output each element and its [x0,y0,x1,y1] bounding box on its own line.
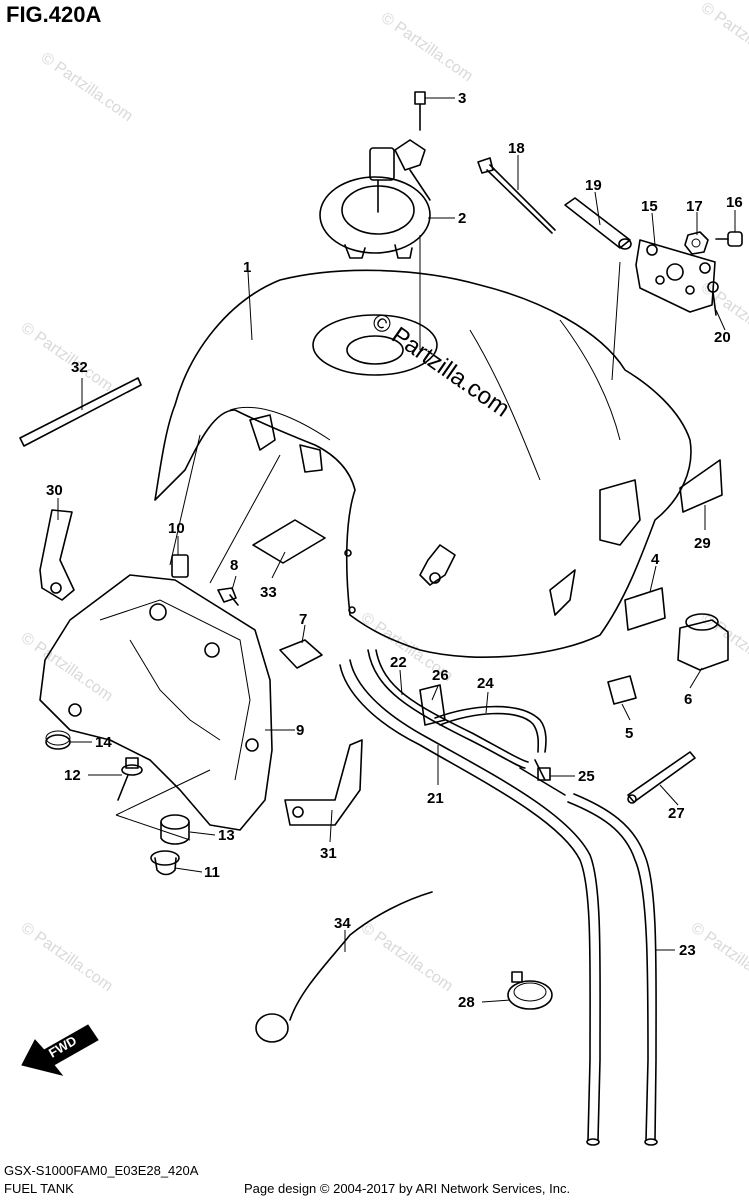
part-25-joint [519,759,566,796]
callout-17: 17 [686,198,703,215]
part-19-collar [564,197,632,250]
part-10-clip [171,554,189,578]
part-14-grommet [45,730,71,750]
fwd-arrow-icon: FWD [21,1024,99,1076]
part-28-clamp [507,971,553,1010]
part-11-collar [150,850,180,876]
callout-22: 22 [390,654,407,671]
part-34-rod [255,891,433,1043]
callout-28: 28 [458,994,475,1011]
watermark: © Partzilla.com [358,919,456,995]
callout-4: 4 [651,551,660,568]
callout-6: 6 [684,691,692,708]
callout-12: 12 [64,767,81,784]
watermarks: © Partzilla.com © Partzilla.com © Partzi… [18,0,749,995]
part-17-nut [684,231,709,255]
callout-20: 20 [714,329,731,346]
callout-10: 10 [168,520,185,537]
watermark: © Partzilla.com [698,609,749,685]
callout-32: 32 [71,359,88,376]
watermark: © Partzilla.com [688,919,749,995]
callout-24: 24 [477,675,494,692]
part-2-fuel-cap [319,139,431,259]
part-29-label [679,459,723,513]
part-16-bolt [715,231,743,247]
footer-credit: Page design © 2004-2017 by ARI Network S… [244,1181,571,1196]
part-8-bolt [217,587,239,606]
part-18-long-bolt [477,157,556,234]
part-23-hose [567,793,658,1146]
part-4-label [624,587,666,631]
figure-title: FIG.420A [6,2,102,27]
callout-labels: 1 2 3 4 5 6 7 8 9 10 11 12 13 14 15 16 1… [46,90,743,1011]
callout-30: 30 [46,482,63,499]
leader-lines [57,97,736,1003]
callout-5: 5 [625,725,633,742]
callout-2: 2 [458,210,466,227]
part-3-bolt [414,91,426,131]
callout-21: 21 [427,790,444,807]
watermark: © Partzilla.com [18,319,116,395]
callout-11: 11 [204,864,220,881]
figure-name: FUEL TANK [4,1181,74,1196]
part-21-drain-hose [339,659,601,1146]
part-26-clamp [419,684,446,726]
figure-code: GSX-S1000FAM0_E03E28_420A [4,1163,199,1178]
part-24-hose [434,705,547,753]
part-7-pad [279,639,323,669]
callout-25: 25 [578,768,595,785]
part-12-bolt [117,757,143,801]
callout-16: 16 [726,194,743,211]
callout-19: 19 [585,177,602,194]
watermark: © Partzilla.com [18,629,116,705]
callout-13: 13 [218,827,235,844]
watermark: © Partzilla.com [378,9,476,85]
callout-18: 18 [508,140,525,157]
center-watermark: © Partzilla.com [367,308,515,423]
part-20-small-bolt [707,281,719,316]
part-32-strip [19,377,142,447]
watermark: © Partzilla.com [698,0,749,75]
callout-1: 1 [243,259,251,276]
watermark: © Partzilla.com [38,49,136,125]
part-33-pad [252,519,326,564]
part-5-clip [607,675,637,705]
callout-27: 27 [668,805,685,822]
callout-3: 3 [458,90,466,107]
part-1-fuel-tank [154,269,692,658]
part-30-bracket [39,509,75,601]
part-15-bracket [635,239,716,313]
part-13-damper [160,814,190,845]
callout-33: 33 [260,584,277,601]
part-6-cushion [677,613,729,671]
callout-23: 23 [679,942,696,959]
part-22-hose [367,649,529,769]
callout-14: 14 [95,734,112,751]
part-9-frame-cover [39,574,273,831]
callout-7: 7 [299,611,307,628]
watermark: © Partzilla.com [18,919,116,995]
part-31-bracket [284,739,363,826]
callout-9: 9 [296,722,304,739]
callout-29: 29 [694,535,711,552]
callout-15: 15 [641,198,658,215]
callout-34: 34 [334,915,351,932]
callout-31: 31 [320,845,337,862]
callout-26: 26 [432,667,449,684]
callout-8: 8 [230,557,238,574]
part-27-band [627,751,696,804]
